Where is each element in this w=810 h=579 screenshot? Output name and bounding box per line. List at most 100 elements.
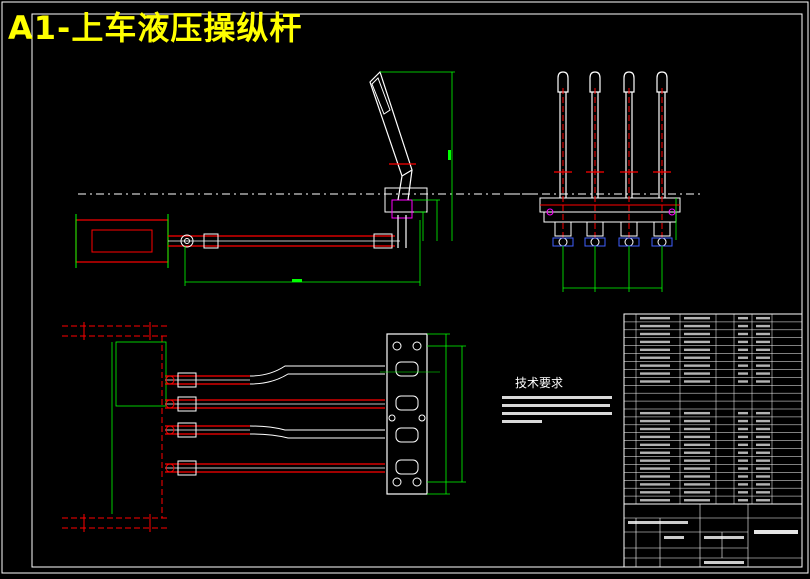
table-cell-text (756, 435, 770, 439)
table-cell-text (684, 483, 710, 486)
table-cell-text (738, 475, 748, 478)
table-cell-text (738, 491, 748, 494)
table-cell-text (738, 467, 748, 470)
table-cell-text (684, 491, 710, 494)
table-cell-text (684, 364, 710, 367)
table-cell-text (756, 411, 770, 415)
table-cell-text (684, 475, 710, 478)
table-cell-text (684, 435, 710, 439)
table-cell-text (684, 380, 710, 383)
table-cell-text (738, 356, 748, 359)
table-cell-text (738, 348, 748, 352)
table-cell-text (756, 483, 770, 486)
rod-1 (165, 365, 385, 388)
table-cell-text (684, 451, 710, 454)
table-cell-text (640, 443, 670, 447)
table-cell-text (684, 411, 710, 415)
table-cell-text (640, 459, 670, 462)
table-cell-text (738, 419, 748, 423)
table-cell-text (738, 499, 748, 502)
table-cell-text (684, 356, 710, 359)
table-cell-text (640, 427, 670, 431)
table-cell-text (756, 380, 770, 383)
table-cell-text (640, 435, 670, 439)
plan-view (62, 322, 466, 532)
table-cell-text (756, 316, 770, 320)
handle-1 (554, 71, 572, 247)
table-cell-text (684, 419, 710, 423)
table-cell-text (640, 372, 670, 375)
table-cell-text (640, 419, 670, 423)
table-cell-text (640, 364, 670, 367)
table-cell-text (640, 332, 670, 336)
rod-4 (165, 460, 385, 476)
table-cell-text (640, 491, 670, 494)
table-cell-text (756, 332, 770, 336)
table-cell-text (640, 499, 670, 502)
table-cell-text (684, 316, 710, 320)
table-cell-text (738, 427, 748, 431)
table-cell-text (684, 467, 710, 470)
table-cell-text (684, 324, 710, 328)
table-cell-text (684, 348, 710, 352)
table-cell-text (756, 443, 770, 447)
table-cell-text (640, 451, 670, 454)
table-cell-text (756, 372, 770, 375)
table-cell-text (640, 324, 670, 328)
table-cell-text (756, 356, 770, 359)
table-cell-text (684, 332, 710, 336)
drawing-title: A1-上车液压操纵杆 (8, 9, 303, 47)
table-cell-text (738, 411, 748, 415)
table-cell-text (756, 419, 770, 423)
table-cell-text (640, 467, 670, 470)
handle-3 (620, 71, 638, 247)
table-cell-text (756, 491, 770, 494)
table-cell-text (738, 340, 748, 344)
rod-3 (165, 422, 385, 439)
table-cell-text (640, 483, 670, 486)
table-cell-text (640, 340, 670, 344)
table-cell-text (684, 340, 710, 344)
inner-frame (31, 13, 803, 568)
side-view (75, 70, 536, 286)
table-cell-text (738, 435, 748, 439)
table-cell-text (756, 451, 770, 454)
table-cell-text (756, 364, 770, 367)
tech-requirements-heading: 技术要求 (515, 376, 564, 390)
table-cell-text (640, 475, 670, 478)
table-cell-text (738, 451, 748, 454)
table-cell-text (738, 316, 748, 320)
front-view (506, 71, 702, 292)
table-cell-text (684, 427, 710, 431)
table-cell-text (684, 372, 710, 375)
table-cell-text (756, 459, 770, 462)
table-cell-text (756, 348, 770, 352)
table-cell-text (640, 316, 670, 320)
table-cell-text (756, 324, 770, 328)
table-cell-text (756, 340, 770, 344)
valve-block-side (75, 219, 169, 263)
table-cell-text (738, 324, 748, 328)
tech-notes (502, 396, 612, 423)
table-cell-text (640, 411, 670, 415)
table-cell-text (640, 380, 670, 383)
title-block (623, 503, 803, 568)
table-cell-text (738, 380, 748, 383)
parts-list-table (623, 313, 803, 505)
table-cell-text (738, 483, 748, 486)
table-cell-text (640, 348, 670, 352)
table-cell-text (756, 427, 770, 431)
table-cell-text (738, 372, 748, 375)
valve-block-plan (386, 333, 428, 495)
handle-2 (586, 71, 604, 247)
table-cell-text (684, 499, 710, 502)
table-cell-text (756, 499, 770, 502)
handle-4 (653, 71, 671, 247)
table-cell-text (738, 332, 748, 336)
rod-2 (165, 396, 385, 412)
table-cell-text (684, 443, 710, 447)
table-cell-text (756, 467, 770, 470)
